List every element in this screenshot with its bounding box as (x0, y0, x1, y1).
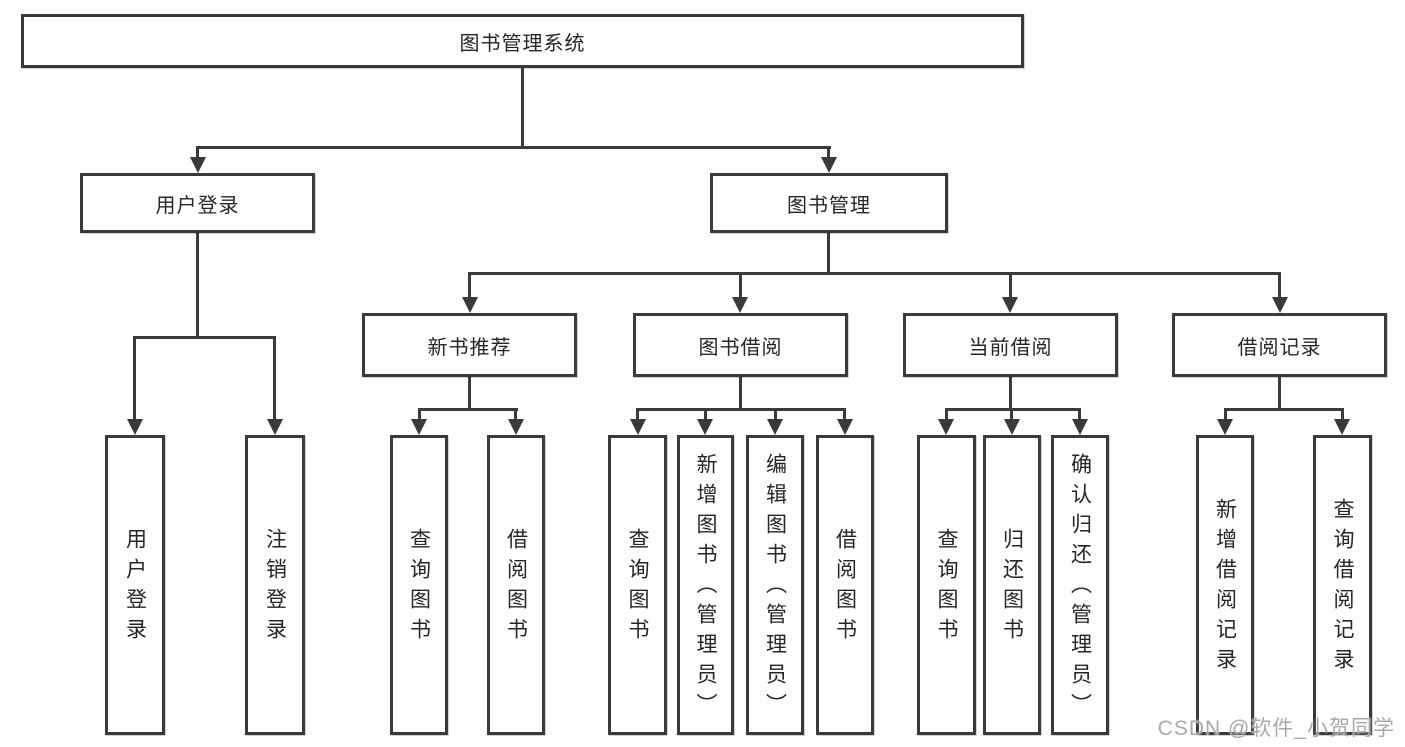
leaf-return-books: 归还图书 (983, 435, 1041, 735)
arrow-down-icon (508, 419, 524, 435)
arrow-down-icon (767, 419, 783, 435)
node-book-mgmt-label: 图书管理 (787, 194, 871, 217)
leaf-label: 编辑图书（管理员） (763, 453, 787, 723)
node-current-borrow-label: 当前借阅 (968, 336, 1053, 359)
node-book-borrow-label: 图书借阅 (698, 336, 783, 359)
arrow-down-icon (821, 157, 837, 173)
connector-drop-leaf (636, 408, 639, 422)
connector-level1-rail (196, 146, 831, 149)
leaf-label: 查询图书 (626, 528, 649, 648)
arrow-down-icon (1272, 297, 1288, 313)
connector-drop-user-login (196, 146, 199, 160)
arrow-down-icon (1072, 419, 1088, 435)
leaf-label: 注销登录 (263, 528, 287, 648)
arrow-down-icon (267, 419, 283, 435)
arrow-down-icon (1002, 297, 1018, 313)
arrow-down-icon (190, 157, 206, 173)
connector-drop-leaf (1224, 408, 1227, 422)
node-root-label: 图书管理系统 (459, 32, 586, 55)
leaf-label: 查询图书 (407, 528, 431, 648)
leaf-query-books: 查询图书 (390, 435, 448, 735)
arrow-down-icon (1004, 419, 1020, 435)
arrow-down-icon (411, 419, 427, 435)
leaf-label: 查询借阅记录 (1331, 498, 1354, 678)
connector-book-borrow-rail (636, 408, 846, 411)
node-current-borrow: 当前借阅 (903, 313, 1118, 377)
connector-book-mgmt-stub (827, 233, 830, 272)
leaf-add-borrow-record: 新增借阅记录 (1196, 435, 1254, 735)
connector-drop-leaf (514, 408, 517, 422)
connector-drop-leaf (843, 408, 846, 422)
connector-drop-book-borrow (739, 272, 742, 300)
leaf-borrow-books: 借阅图书 (487, 435, 545, 735)
connector-drop-borrow-records (1278, 272, 1281, 300)
node-user-login-label: 用户登录 (155, 194, 240, 217)
connector-book-borrow-stub (739, 377, 742, 408)
connector-drop-book-mgmt (827, 146, 830, 160)
node-user-login: 用户登录 (80, 173, 315, 233)
connector-current-borrow-stub (1009, 377, 1012, 408)
leaf-label: 借阅图书 (504, 528, 528, 648)
connector-drop-leaf (774, 408, 777, 422)
leaf-label: 确认归还（管理员） (1068, 453, 1092, 723)
connector-drop-leaf (1010, 408, 1013, 422)
connector-drop-leaf (133, 336, 136, 422)
node-root: 图书管理系统 (21, 14, 1024, 68)
leaf-edit-books-admin: 编辑图书（管理员） (746, 435, 804, 735)
arrow-down-icon (1217, 419, 1233, 435)
leaf-query-borrow-record: 查询借阅记录 (1313, 435, 1372, 735)
connector-borrow-records-stub (1278, 377, 1281, 408)
connector-user-login-rail (133, 336, 276, 339)
connector-new-books-stub (468, 377, 471, 408)
connector-drop-new-books (468, 272, 471, 300)
node-new-books-label: 新书推荐 (427, 336, 512, 359)
connector-borrow-records-rail (1224, 408, 1344, 411)
arrow-down-icon (1334, 419, 1350, 435)
connector-level2-rail (468, 272, 1280, 275)
node-new-books: 新书推荐 (362, 313, 577, 377)
leaf-confirm-return-admin: 确认归还（管理员） (1051, 435, 1109, 735)
arrow-down-icon (938, 419, 954, 435)
connector-drop-leaf (273, 336, 276, 422)
node-borrow-records-label: 借阅记录 (1237, 336, 1322, 359)
leaf-user-login: 用户登录 (105, 435, 165, 735)
arrow-down-icon (630, 419, 646, 435)
leaf-label: 查询图书 (935, 528, 958, 648)
arrow-down-icon (127, 419, 143, 435)
leaf-borrow-books: 借阅图书 (816, 435, 874, 735)
connector-current-borrow-rail (945, 408, 1081, 411)
leaf-label: 用户登录 (123, 528, 147, 648)
connector-drop-leaf (1078, 408, 1081, 422)
connector-drop-leaf (945, 408, 948, 422)
connector-drop-current-borrow (1009, 272, 1012, 300)
node-book-mgmt: 图书管理 (710, 173, 948, 233)
arrow-down-icon (462, 297, 478, 313)
leaf-query-books: 查询图书 (608, 435, 667, 735)
arrow-down-icon (732, 297, 748, 313)
connector-drop-leaf (704, 408, 707, 422)
connector-root-stub (521, 68, 524, 146)
node-borrow-records: 借阅记录 (1172, 313, 1387, 377)
leaf-label: 借阅图书 (833, 528, 857, 648)
connector-drop-leaf (418, 408, 421, 422)
leaf-label: 新增图书（管理员） (694, 453, 717, 723)
leaf-label: 新增借阅记录 (1213, 498, 1237, 678)
leaf-logout: 注销登录 (245, 435, 305, 735)
connector-user-login-stub (196, 233, 199, 336)
connector-new-books-rail (418, 408, 518, 411)
arrow-down-icon (837, 419, 853, 435)
leaf-label: 归还图书 (1000, 528, 1024, 648)
csdn-watermark: CSDN @软件_小贺同学 (1157, 717, 1395, 740)
node-book-borrow: 图书借阅 (633, 313, 848, 377)
leaf-add-books-admin: 新增图书（管理员） (677, 435, 734, 735)
leaf-query-books: 查询图书 (917, 435, 976, 735)
connector-drop-leaf (1341, 408, 1344, 422)
arrow-down-icon (697, 419, 713, 435)
